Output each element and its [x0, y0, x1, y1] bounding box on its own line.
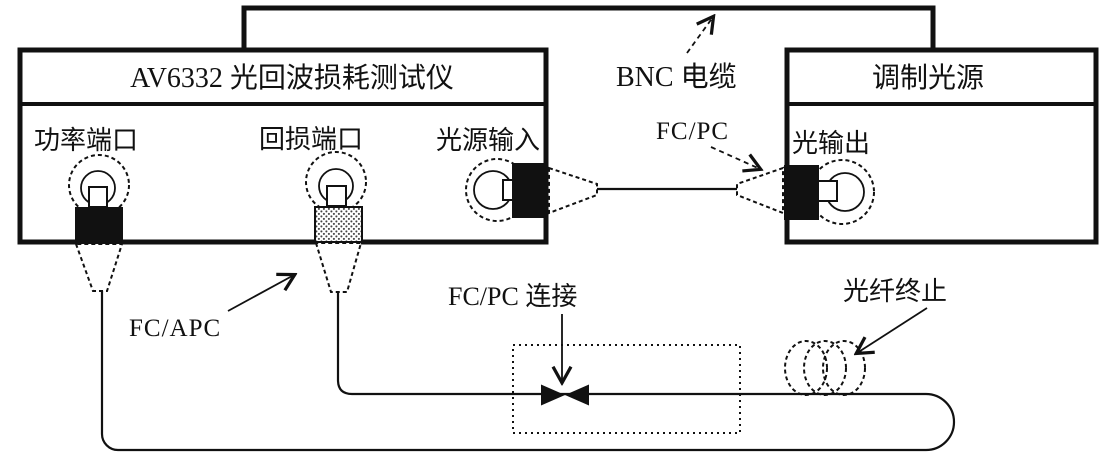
fcpc-arrow	[710, 146, 760, 169]
splice-enclosure-dotted-box	[512, 344, 741, 434]
source-input-boot-icon	[548, 166, 598, 215]
return-loss-adapter-icon	[314, 206, 363, 243]
power-port-adapter-icon	[75, 207, 123, 243]
return-loss-port-connector	[305, 151, 367, 293]
fiber-termination-label: 光纤终止	[843, 277, 947, 306]
light-output-adapter-icon	[784, 165, 819, 220]
bnc-cable-arrow	[686, 17, 713, 54]
return-loss-port-label: 回损端口	[259, 125, 363, 154]
source-input-port-label: 光源输入	[436, 126, 540, 155]
power-port-key-icon	[88, 186, 108, 208]
output-port-label: 光输出	[792, 129, 870, 158]
fiber-termination-arrow	[857, 307, 928, 353]
fiber-coil-icon	[784, 340, 866, 396]
return-loss-key-icon	[326, 185, 347, 207]
bnc-cable-line	[241, 5, 936, 52]
bnc-cable-label: BNC 电缆	[616, 61, 737, 93]
fiber-under-test-line	[100, 291, 956, 452]
fcpc-connection-label: FC/PC 连接	[448, 282, 577, 311]
light-source-title: 调制光源	[872, 62, 984, 94]
light-output-boot-icon	[736, 166, 784, 215]
return-loss-boot-icon	[314, 242, 363, 293]
light-output-port-connector	[736, 159, 875, 225]
source-input-adapter-icon	[512, 163, 546, 218]
power-port-label: 功率端口	[34, 126, 138, 155]
fcpc-splice-icon	[541, 384, 589, 406]
fcpc-label: FC/PC	[656, 118, 729, 145]
fcapc-arrow	[227, 275, 294, 312]
fcapc-label: FC/APC	[129, 315, 221, 342]
power-port-connector	[68, 154, 130, 292]
tester-title: AV6332 光回波损耗测试仪	[130, 62, 454, 94]
power-port-boot-icon	[74, 243, 124, 292]
light-output-key-icon	[816, 180, 838, 202]
source-input-port-connector	[465, 158, 598, 222]
